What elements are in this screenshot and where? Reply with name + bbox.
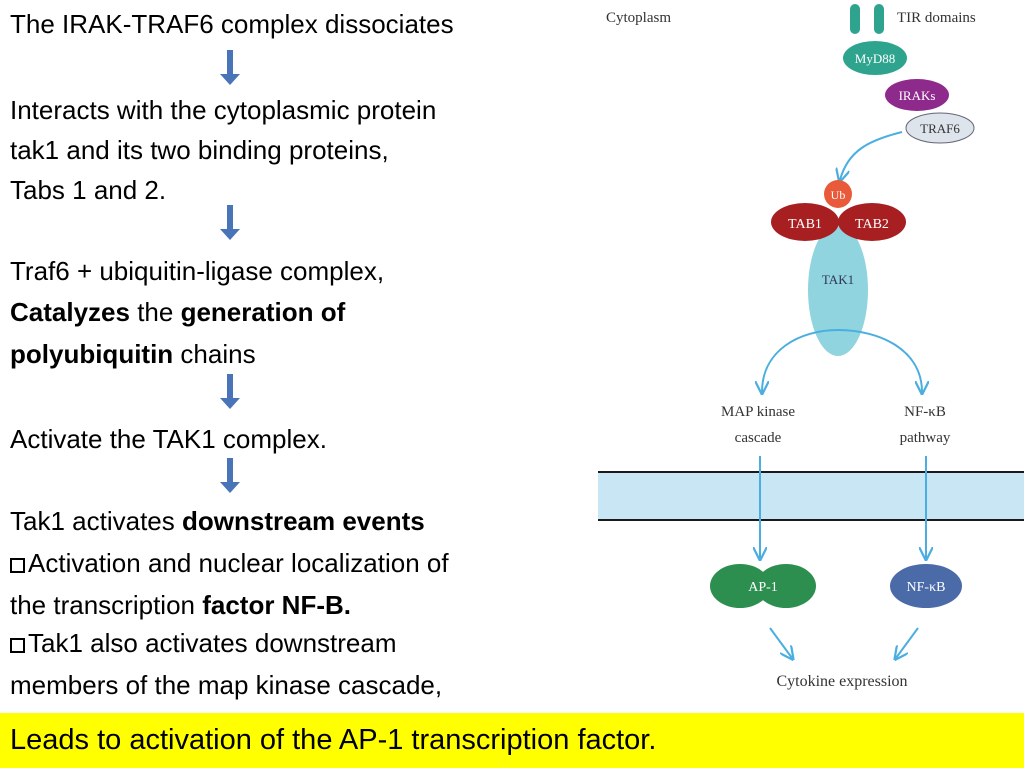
nfkb-label: NF-κB (907, 580, 946, 595)
footer-text: Leads to activation of the AP-1 transcri… (10, 724, 657, 756)
text-segment: chains (173, 339, 256, 369)
cytokine-expression-label: Cytokine expression (776, 673, 907, 690)
line-polyubiquitin: polyubiquitin chains (10, 337, 256, 371)
text-segment: The IRAK-TRAF6 complex dissociates (10, 9, 454, 39)
line-tak1-binding: tak1 and its two binding proteins, (10, 133, 389, 167)
traf6-to-tak-arrow (840, 131, 903, 180)
tab2-node (838, 203, 906, 241)
tir-domain-right (874, 4, 884, 34)
text-segment: the (129, 297, 181, 327)
line-transcription-nfb: the transcription factor NF-B. (10, 588, 351, 622)
text-segment: Traf6 + ubiquitin-ligase complex, (10, 256, 385, 286)
checkbox-bullet-icon (10, 638, 25, 653)
bold-text-segment: polyubiquitin (10, 339, 174, 369)
line-activate-tak1: Activate the TAK1 complex. (10, 422, 327, 456)
nfkb-pathway-label-2: pathway (900, 430, 951, 446)
nfkb-to-cytokine-arrow (896, 627, 919, 658)
nfkb-node (890, 564, 962, 608)
tab1-label: TAB1 (788, 217, 822, 232)
traf6-node (905, 112, 975, 144)
text-segment: Tak1 activates (10, 506, 182, 536)
tab2-label: TAB2 (855, 217, 889, 232)
line-map-kinase: members of the map kinase cascade, (10, 668, 442, 702)
text-segment: the transcription (10, 590, 203, 620)
text-segment: members of the map kinase cascade, (10, 670, 443, 700)
ub-node (824, 180, 852, 208)
nfkb-pathway-label-1: NF-κB (904, 404, 946, 420)
ap1-node-left (710, 564, 770, 608)
myd88-node (843, 41, 907, 75)
iraks-node (885, 79, 949, 111)
text-segment: Activate the TAK1 complex. (10, 424, 327, 454)
line-tabs: Tabs 1 and 2. (10, 173, 166, 207)
line-activation-nuclear: Activation and nuclear localization of (10, 546, 449, 580)
tak1-label: TAK1 (822, 272, 854, 287)
text-segment: Tak1 also activates downstream (28, 628, 397, 658)
myd88-label: MyD88 (855, 51, 895, 66)
cytoplasm-label: Cytoplasm (606, 10, 671, 26)
line-tak1-downstream: Tak1 activates downstream events (10, 504, 425, 538)
text-column: The IRAK-TRAF6 complex dissociates Inter… (10, 0, 595, 712)
signaling-diagram: Cytoplasm TIR domains MyD88 IRAKs TRAF6 … (598, 4, 1024, 690)
line-interacts: Interacts with the cytoplasmic protein (10, 93, 436, 127)
footer-banner: Leads to activation of the AP-1 transcri… (0, 713, 1024, 768)
bold-text-segment: downstream events (181, 506, 425, 536)
line-traf6-ubiquitin: Traf6 + ubiquitin-ligase complex, (10, 254, 384, 288)
ap1-node-right (756, 564, 816, 608)
text-segment: Activation and nuclear localization of (28, 548, 449, 578)
cascade-label: cascade (735, 430, 782, 446)
down-arrow-icon (220, 205, 240, 240)
bold-text-segment: generation of (180, 297, 346, 327)
text-segment: Tabs 1 and 2. (10, 175, 167, 205)
tir-domains-label: TIR domains (897, 10, 976, 26)
membrane-band (598, 472, 1024, 520)
down-arrow-icon (220, 374, 240, 409)
tab1-node (771, 203, 839, 241)
ub-label: Ub (831, 188, 846, 202)
iraks-label: IRAKs (899, 88, 936, 103)
tak1-node (808, 224, 868, 356)
line-tak1-also: Tak1 also activates downstream (10, 626, 397, 660)
bold-text-segment: factor NF-B. (202, 590, 351, 620)
tak1-to-nfkb-arrow (837, 329, 922, 392)
text-segment: tak1 and its two binding proteins, (10, 135, 389, 165)
map-kinase-label: MAP kinase (721, 404, 795, 420)
tir-domain-left (850, 4, 860, 34)
ap1-to-cytokine-arrow (769, 627, 792, 658)
ap1-label: AP-1 (748, 580, 778, 595)
line-irak-traf6: The IRAK-TRAF6 complex dissociates (10, 7, 454, 41)
text-segment: Interacts with the cytoplasmic protein (10, 95, 437, 125)
line-catalyzes: Catalyzes the generation of (10, 295, 345, 329)
down-arrow-icon (220, 458, 240, 493)
tak1-to-map-arrow (762, 329, 839, 392)
down-arrow-icon (220, 50, 240, 85)
traf6-label: TRAF6 (920, 121, 960, 136)
checkbox-bullet-icon (10, 558, 25, 573)
bold-text-segment: Catalyzes (10, 297, 130, 327)
